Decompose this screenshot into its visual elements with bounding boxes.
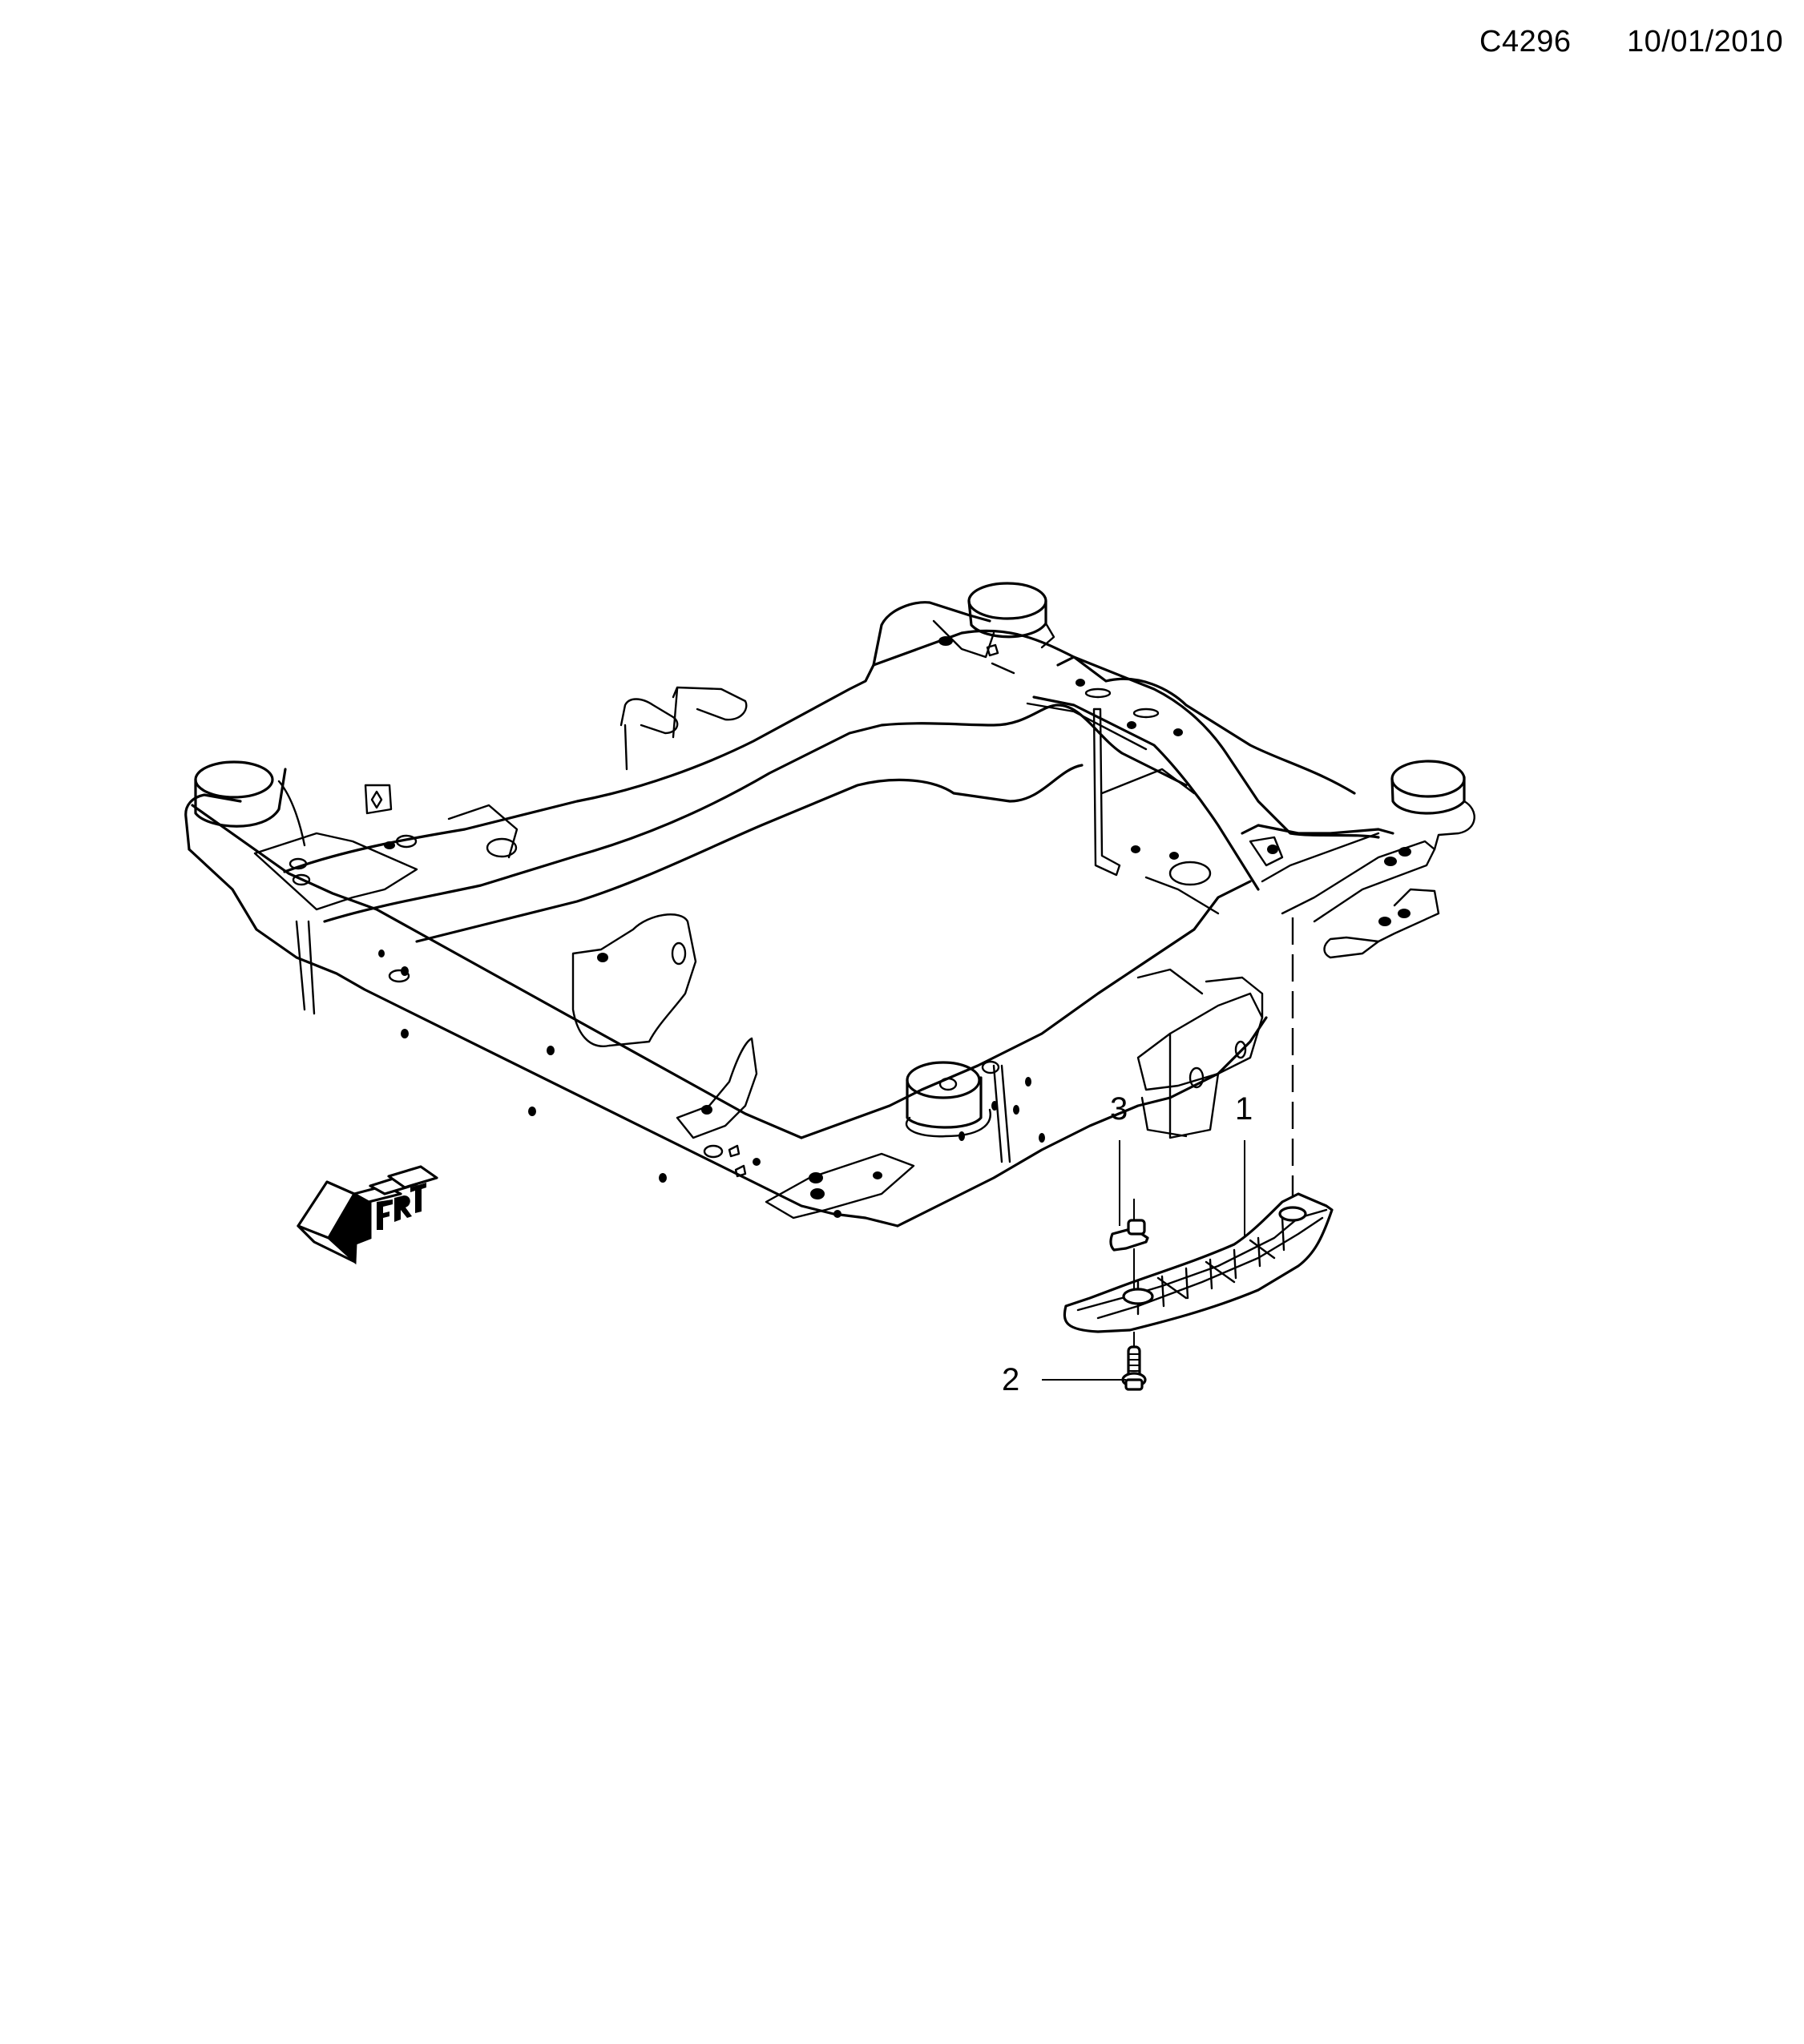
callout-2: 2 (1002, 1362, 1020, 1397)
part-2-bolt (1121, 1332, 1147, 1391)
part-3-clip-nut (1109, 1219, 1149, 1252)
callout-1: 1 (1235, 1091, 1253, 1127)
subframe (184, 582, 1475, 1228)
callout-3: 3 (1110, 1091, 1128, 1127)
front-direction-arrow-icon (297, 1165, 438, 1265)
diagram-date: 10/01/2010 (1627, 25, 1784, 58)
diagram-code: C4296 (1479, 25, 1572, 58)
part-1-bracket (1063, 1192, 1334, 1333)
